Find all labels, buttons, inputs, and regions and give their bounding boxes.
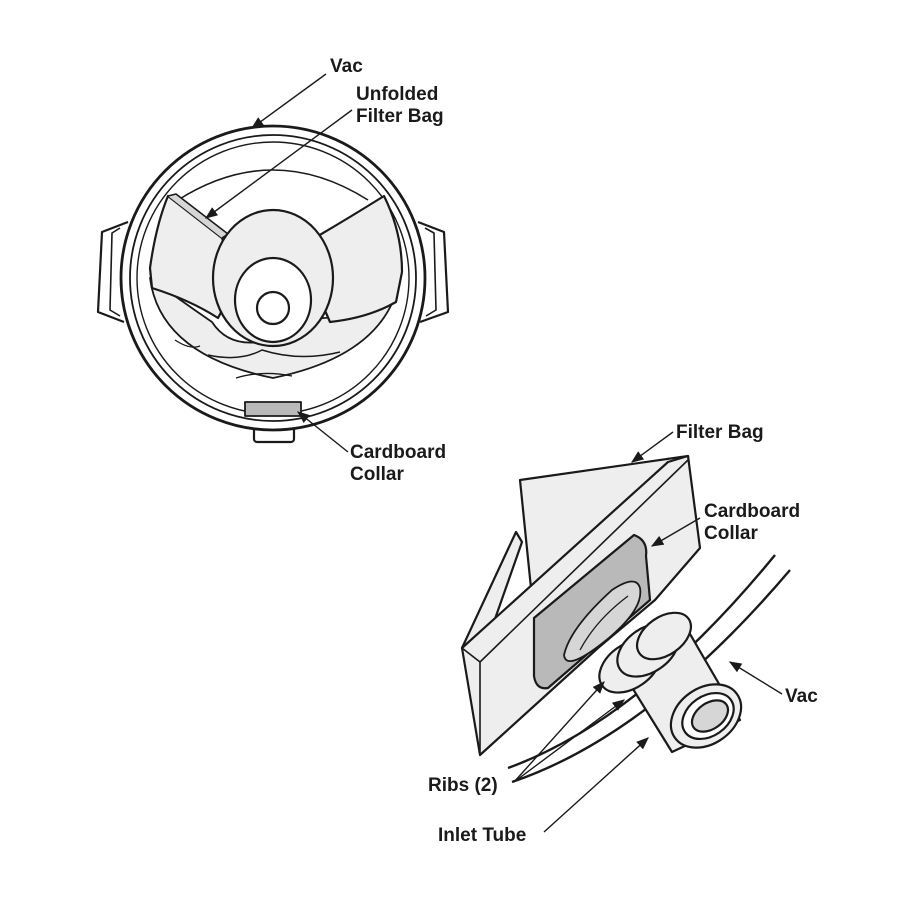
label-bottom-cardboard: Cardboard	[704, 501, 801, 522]
label-bottom-vac: Vac	[785, 686, 818, 707]
label-filter-bag: Filter Bag	[676, 422, 764, 443]
leader-unfolded-filter-bag	[204, 109, 353, 219]
leader-top-cardboard-collar	[297, 411, 349, 453]
detail-view	[460, 454, 791, 784]
label-top-vac: Vac	[330, 56, 363, 77]
leader-top-vac	[250, 73, 327, 129]
top-view	[96, 124, 450, 444]
leader-inlet-tube	[543, 737, 649, 833]
label-bottom-collar: Collar	[704, 523, 758, 544]
inlet-opening	[255, 290, 291, 326]
leader-rib-2	[513, 699, 626, 783]
leader-lines	[204, 73, 783, 833]
label-inlet-tube: Inlet Tube	[438, 825, 527, 846]
label-unfolded: Unfolded	[356, 84, 439, 105]
right-handle	[417, 220, 450, 324]
leader-filter-bag	[630, 431, 674, 463]
label-top-cardboard: Cardboard	[350, 442, 447, 463]
left-handle	[96, 220, 129, 324]
label-filter-bag-top: Filter Bag	[356, 106, 444, 127]
label-top-collar: Collar	[350, 464, 404, 485]
filter-bag-right-flap	[314, 194, 404, 324]
top-cardboard-collar	[244, 401, 302, 417]
leader-rib-1	[513, 681, 605, 783]
leader-bottom-cardboard-collar	[650, 517, 701, 547]
vac-rim-inner	[129, 134, 417, 422]
label-ribs: Ribs (2)	[428, 775, 498, 796]
leader-bottom-vac	[728, 661, 783, 695]
